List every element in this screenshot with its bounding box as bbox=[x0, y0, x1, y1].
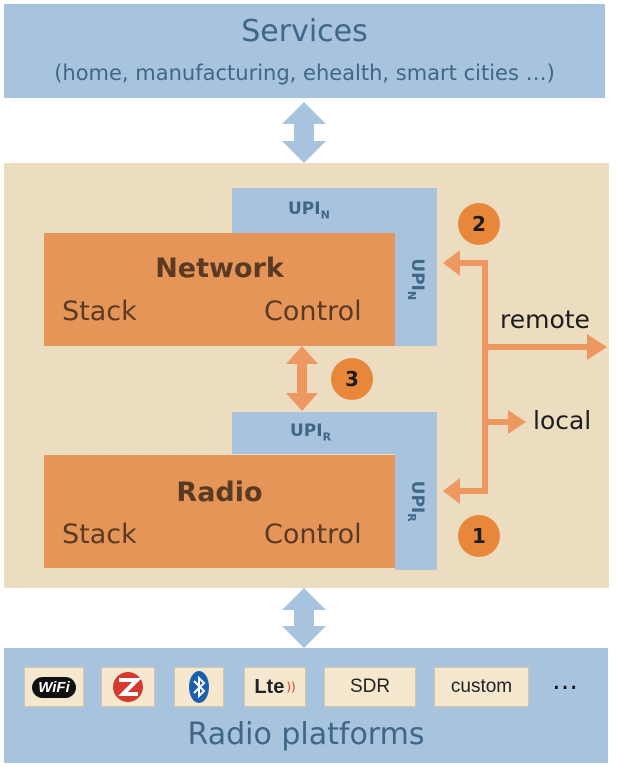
network-radio-arrow bbox=[286, 346, 318, 411]
services-title: Services bbox=[241, 14, 368, 49]
services-double-arrow bbox=[282, 102, 326, 163]
upi-n-top-label: UPIN bbox=[288, 199, 330, 222]
platform-lte: Lte )) bbox=[244, 667, 306, 707]
platform-zigbee bbox=[101, 667, 155, 707]
network-stack-label: Stack bbox=[62, 296, 137, 327]
network-block: Network Stack Control bbox=[44, 233, 395, 346]
wifi-logo-icon: WiFi bbox=[32, 676, 76, 698]
platform-wifi: WiFi bbox=[24, 667, 84, 707]
network-title: Network bbox=[155, 253, 284, 284]
local-label: local bbox=[533, 406, 592, 435]
platforms-box: WiFi Lte )) SDR custom … Radio platforms bbox=[4, 648, 608, 763]
upi-r-top-label: UPIR bbox=[290, 421, 332, 444]
badge-three: 3 bbox=[331, 358, 373, 400]
platform-custom: custom bbox=[434, 667, 529, 707]
lte-logo-icon: Lte )) bbox=[254, 675, 296, 698]
remote-label: remote bbox=[500, 305, 590, 334]
more-ellipsis: … bbox=[552, 666, 578, 696]
radio-title: Radio bbox=[176, 477, 263, 508]
badge-two: 2 bbox=[458, 203, 500, 245]
upi-bracket-arrows bbox=[443, 250, 607, 504]
upi-n-side-box: UPIN bbox=[395, 188, 437, 346]
bluetooth-logo-icon bbox=[189, 671, 209, 703]
platforms-double-arrow bbox=[282, 588, 326, 648]
services-subtitle: (home, manufacturing, ehealth, smart cit… bbox=[54, 61, 555, 85]
radio-block: Radio Stack Control bbox=[44, 455, 395, 568]
network-control-label: Control bbox=[264, 296, 362, 327]
platforms-title: Radio platforms bbox=[187, 717, 425, 752]
services-box: Services (home, manufacturing, ehealth, … bbox=[4, 4, 605, 98]
badge-one: 1 bbox=[458, 515, 500, 557]
radio-control-label: Control bbox=[264, 519, 362, 550]
zigbee-logo-icon bbox=[113, 672, 143, 702]
platform-bluetooth bbox=[174, 667, 224, 707]
radio-stack-label: Stack bbox=[62, 519, 137, 550]
upi-r-side-box: UPIR bbox=[395, 412, 437, 570]
platform-sdr: SDR bbox=[324, 667, 416, 707]
